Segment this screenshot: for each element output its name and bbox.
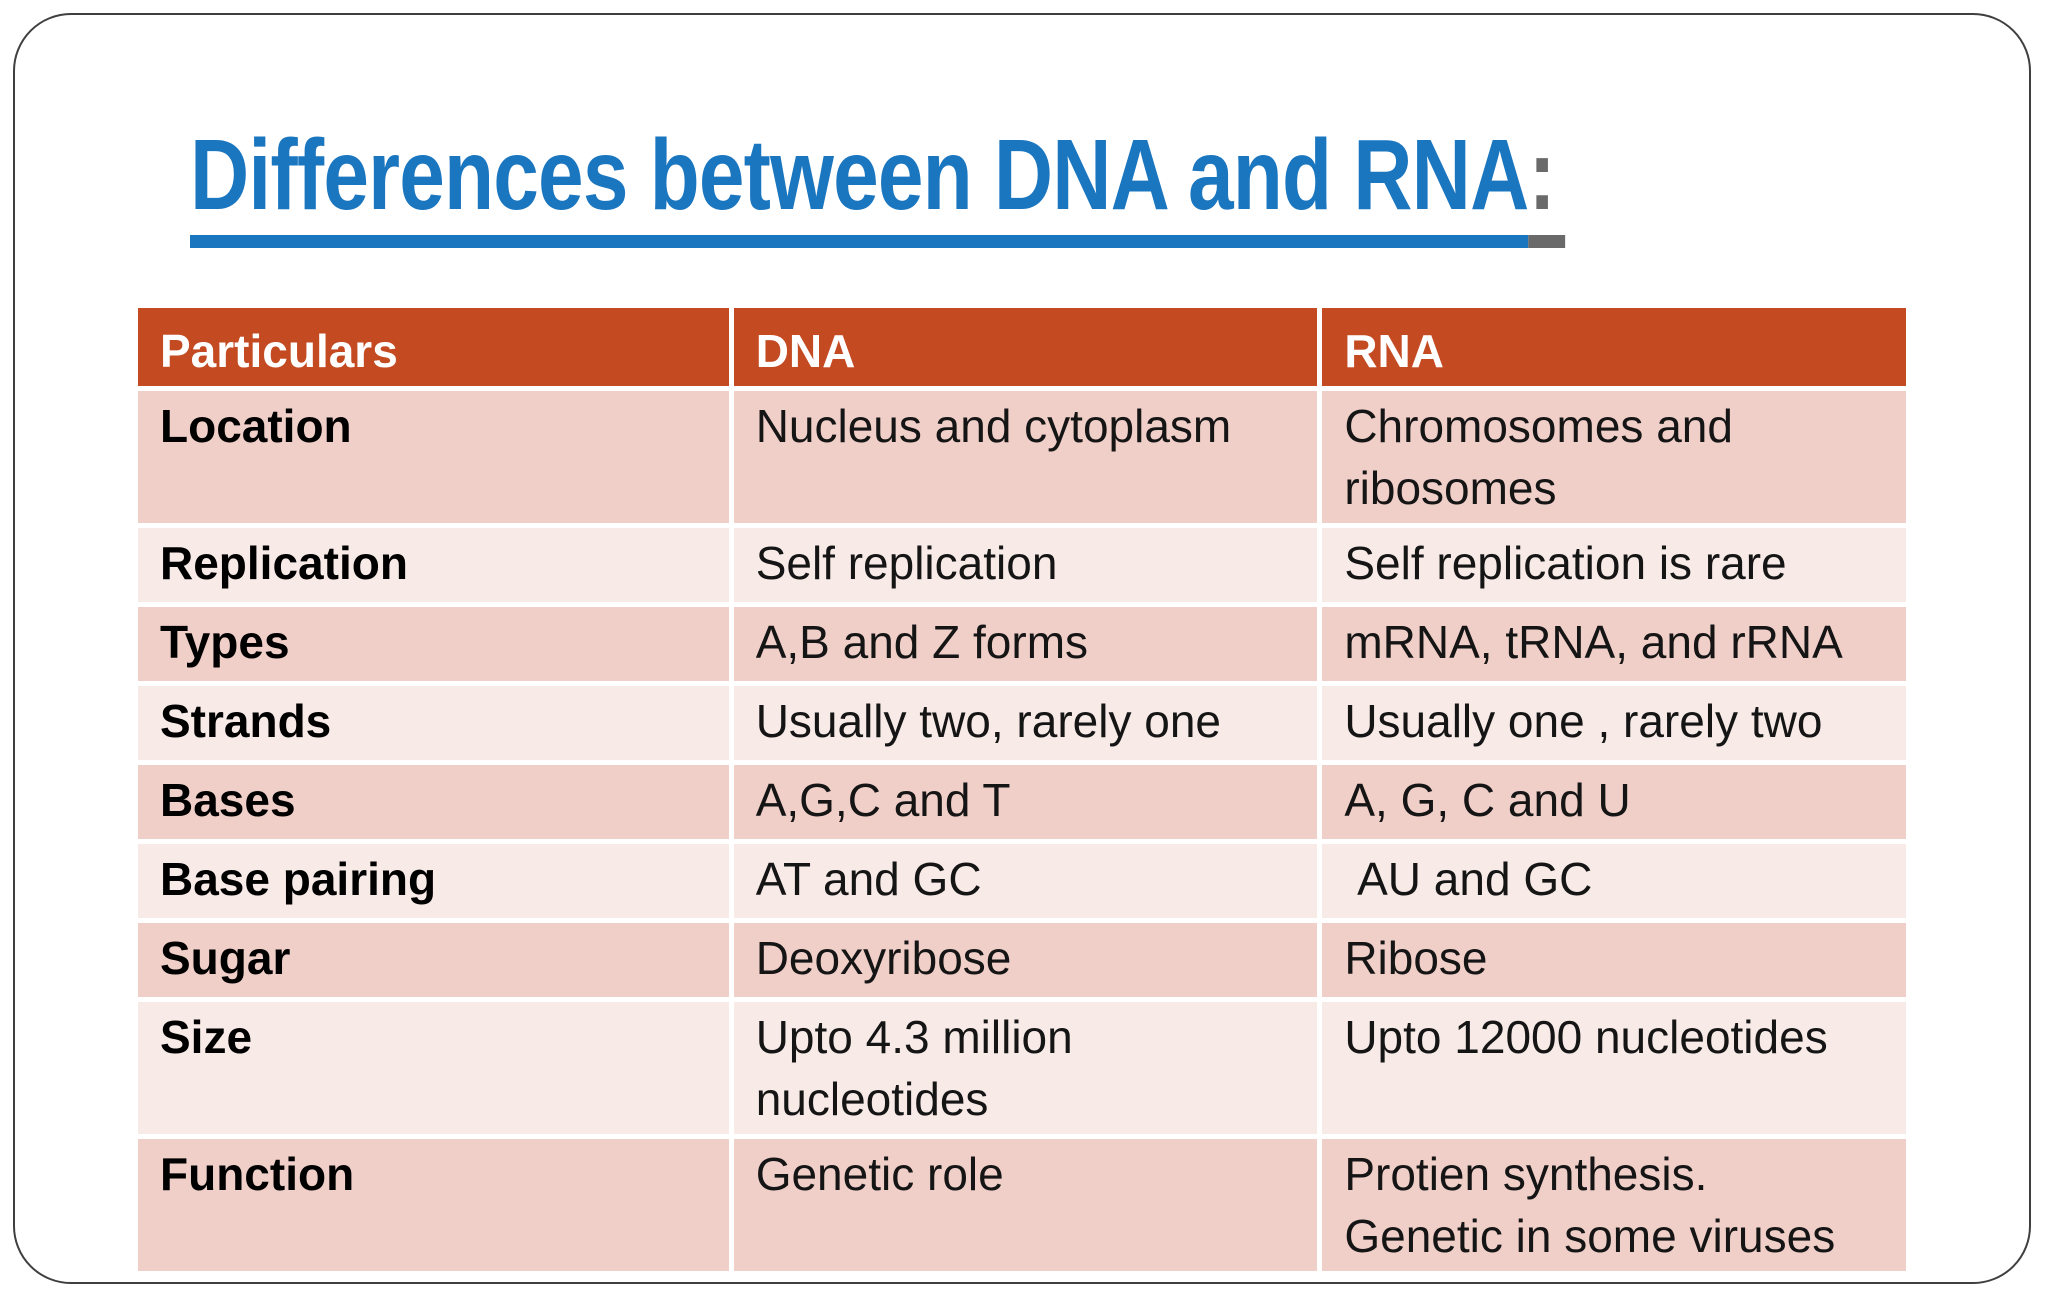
- cell-particular: Sugar: [138, 923, 729, 997]
- cell-rna: A, G, C and U: [1322, 765, 1906, 839]
- cell-rna: Usually one , rarely two: [1322, 686, 1906, 760]
- cell-rna: Protien synthesis. Genetic in some virus…: [1322, 1139, 1906, 1271]
- cell-dna: A,G,C and T: [733, 765, 1318, 839]
- cell-particular: Strands: [138, 686, 729, 760]
- header-particulars: Particulars: [138, 308, 729, 386]
- cell-dna: Genetic role: [733, 1139, 1318, 1271]
- cell-particular: Size: [138, 1002, 729, 1134]
- cell-rna: Upto 12000 nucleotides: [1322, 1002, 1906, 1134]
- cell-rna: Ribose: [1322, 923, 1906, 997]
- cell-dna: Deoxyribose: [733, 923, 1318, 997]
- comparison-table: Particulars DNA RNA Location Nucleus and…: [133, 303, 1911, 1276]
- cell-rna: Self replication is rare: [1322, 528, 1906, 602]
- table-row-location: Location Nucleus and cytoplasm Chromosom…: [138, 391, 1906, 523]
- table-row-base-pairing: Base pairing AT and GC AU and GC: [138, 844, 1906, 918]
- cell-dna: Self replication: [733, 528, 1318, 602]
- title-text: Differences between DNA and RNA: [190, 120, 1529, 248]
- cell-rna: mRNA, tRNA, and rRNA: [1322, 607, 1906, 681]
- header-rna: RNA: [1322, 308, 1906, 386]
- table-row-strands: Strands Usually two, rarely one Usually …: [138, 686, 1906, 760]
- cell-dna: AT and GC: [733, 844, 1318, 918]
- cell-dna: A,B and Z forms: [733, 607, 1318, 681]
- page-title: Differences between DNA and RNA:: [190, 120, 1565, 248]
- cell-particular: Base pairing: [138, 844, 729, 918]
- cell-dna: Usually two, rarely one: [733, 686, 1318, 760]
- cell-dna: Nucleus and cytoplasm: [733, 391, 1318, 523]
- cell-rna: Chromosomes and ribosomes: [1322, 391, 1906, 523]
- table-row-function: Function Genetic role Protien synthesis.…: [138, 1139, 1906, 1271]
- table-row-types: Types A,B and Z forms mRNA, tRNA, and rR…: [138, 607, 1906, 681]
- cell-particular: Types: [138, 607, 729, 681]
- cell-dna: Upto 4.3 million nucleotides: [733, 1002, 1318, 1134]
- cell-particular: Location: [138, 391, 729, 523]
- title-colon: :: [1528, 120, 1565, 248]
- cell-rna: AU and GC: [1322, 844, 1906, 918]
- cell-particular: Replication: [138, 528, 729, 602]
- table-row-sugar: Sugar Deoxyribose Ribose: [138, 923, 1906, 997]
- header-dna: DNA: [733, 308, 1318, 386]
- table-row-size: Size Upto 4.3 million nucleotides Upto 1…: [138, 1002, 1906, 1134]
- table-row-replication: Replication Self replication Self replic…: [138, 528, 1906, 602]
- cell-particular: Bases: [138, 765, 729, 839]
- table-row-bases: Bases A,G,C and T A, G, C and U: [138, 765, 1906, 839]
- table-header-row: Particulars DNA RNA: [138, 308, 1906, 386]
- cell-particular: Function: [138, 1139, 729, 1271]
